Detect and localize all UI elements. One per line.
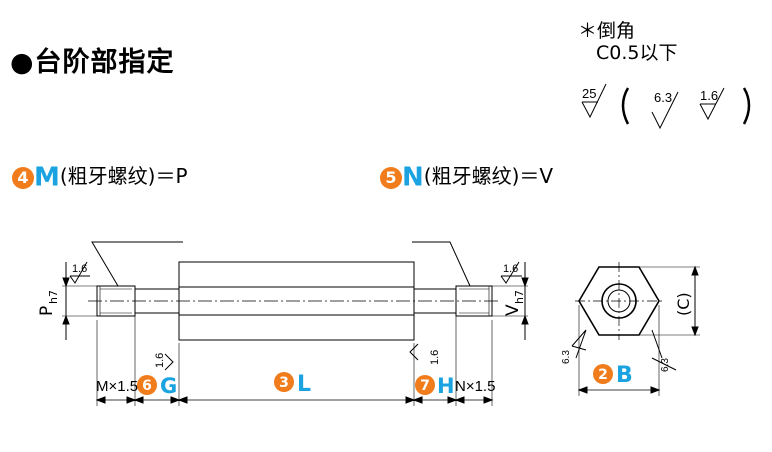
roughness-hex-right-label: 6.3 <box>660 358 671 372</box>
chamfer-note: ＊倒角 C0.5以下 <box>578 20 677 64</box>
g-letter: G <box>160 374 177 398</box>
number-badge-5: 5 <box>380 166 402 189</box>
h-letter: H <box>437 374 455 398</box>
n-thread-length-label: N×1.5 <box>455 378 495 395</box>
roughness-g-mark <box>164 353 174 371</box>
roughness-right-mark <box>500 261 522 284</box>
m-thread-length-label: M×1.5 <box>96 378 138 395</box>
roughness-hex-left-label: 6.3 <box>561 350 572 364</box>
b-dimension-label: 2 B <box>593 363 633 388</box>
v-subscript: h7 <box>513 290 526 304</box>
leader-left <box>91 241 183 287</box>
roughness-symbol-25 <box>581 83 607 119</box>
roughness-hex-left-mark <box>571 329 587 359</box>
thread-n-text: (粗牙螺纹)＝V <box>423 164 554 188</box>
roughness-left-mark <box>69 261 90 284</box>
chamfer-note-line2: C0.5以下 <box>596 42 678 64</box>
l-dimension-label: 3 L <box>274 372 311 397</box>
paren-open <box>621 87 630 125</box>
number-badge-4: 4 <box>12 166 34 189</box>
l-letter: L <box>297 372 311 397</box>
page-title: ●台阶部指定 <box>10 47 175 78</box>
roughness-symbol-6.3 <box>651 91 679 130</box>
thread-m-text: (粗牙螺纹)＝P <box>59 164 188 188</box>
roughness-hex-right-mark <box>651 329 677 371</box>
roughness-25-label: 25 <box>582 86 596 101</box>
c-label: (C) <box>674 292 693 316</box>
thread-m-letter: M <box>34 162 60 193</box>
roughness-right-label: 1.6 <box>503 263 518 275</box>
number-badge-3: 3 <box>279 375 289 391</box>
roughness-1.6-label: 1.6 <box>700 88 718 103</box>
h-dimension-label: 7 H <box>415 374 455 398</box>
hex-end-view <box>575 262 663 340</box>
p-subscript: h7 <box>47 290 60 304</box>
chamfer-note-line1: ＊倒角 <box>578 20 636 42</box>
leader-right <box>412 241 471 287</box>
paren-close <box>742 87 751 125</box>
number-badge-6: 6 <box>142 378 152 394</box>
roughness-left-label: 1.6 <box>72 263 87 275</box>
v-label: V <box>503 304 523 316</box>
roughness-symbol-1.6 <box>699 87 725 121</box>
g-dimension-label: 6 G <box>137 374 177 398</box>
roughness-h-label: 1.6 <box>429 350 441 365</box>
thread-n-letter: N <box>402 162 424 193</box>
number-badge-7: 7 <box>420 378 430 394</box>
roughness-6.3-label: 6.3 <box>654 90 672 105</box>
b-letter: B <box>616 363 633 388</box>
roughness-h-mark <box>409 343 419 361</box>
p-label: P <box>37 306 57 316</box>
roughness-g-label: 1.6 <box>154 353 166 368</box>
number-badge-2: 2 <box>598 367 608 383</box>
